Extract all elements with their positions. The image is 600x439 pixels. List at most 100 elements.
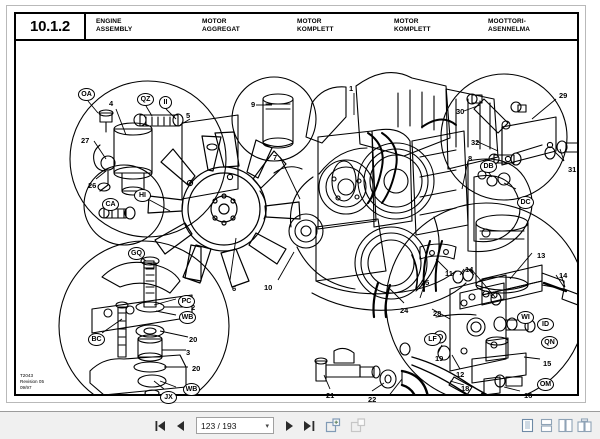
- item-number-26: 26: [88, 181, 97, 190]
- page-number-value: 123 / 193: [201, 420, 237, 431]
- title-column-de: MOTOR AGGREGAT: [202, 18, 240, 34]
- item-number-13: 13: [537, 251, 546, 260]
- item-number-12: 12: [456, 370, 465, 379]
- item-number-14b: 14: [559, 271, 568, 280]
- title-column-en: ENGINE ASSEMBLY: [96, 18, 132, 34]
- title-en-line2: ASSEMBLY: [96, 26, 133, 34]
- view-two-up-cover-button[interactable]: [577, 418, 592, 433]
- item-number-16: 16: [524, 391, 533, 400]
- item-number-22: 22: [368, 395, 377, 404]
- title-fi-line1: MOOTTORI-: [488, 18, 526, 25]
- title-de-line1: MOTOR: [202, 18, 227, 25]
- item-number-7: 7: [273, 153, 278, 162]
- revision-text: Revision 05: [20, 379, 45, 384]
- title-nl-line1: MOTOR: [297, 18, 322, 25]
- title-column-sv: MOTOR KOMPLETT: [394, 18, 431, 34]
- exploded-parts-drawing: 1 2 3 4 5 6 7 8 9 10 11 12 13 14 14 15 1: [16, 41, 577, 404]
- two-up-cover-icon: [577, 418, 592, 433]
- item-number-11: 11: [445, 269, 453, 278]
- drawing-sheet: 10.1.2 ENGINE ASSEMBLY MOTOR AGGREGAT MO…: [14, 12, 579, 404]
- first-page-button[interactable]: [154, 418, 168, 434]
- title-column-fi: MOOTTORI- ASENNELMA: [488, 18, 530, 34]
- item-number-1: 1: [349, 84, 354, 93]
- view-mode-controls: [520, 418, 600, 433]
- last-page-button[interactable]: [302, 418, 316, 434]
- reference-bubble-wb-lower: WB: [183, 383, 200, 396]
- item-number-3: 3: [186, 348, 191, 357]
- item-number-20b: 20: [192, 364, 201, 373]
- item-number-2: 2: [191, 303, 196, 312]
- item-number-4: 4: [109, 99, 114, 108]
- view-single-page-button[interactable]: [520, 418, 535, 433]
- item-number-24: 24: [400, 306, 409, 315]
- reference-bubble-wb-upper: WB: [179, 311, 196, 324]
- title-en-line1: ENGINE: [96, 18, 122, 25]
- item-number-6: 6: [232, 284, 237, 293]
- zoom-in-icon: [325, 417, 341, 432]
- single-page-icon: [521, 418, 534, 433]
- item-number-14a: 14: [465, 265, 474, 274]
- view-two-up-button[interactable]: [558, 418, 573, 433]
- zoom-out-icon: [350, 417, 366, 432]
- drawing-linework: [58, 72, 577, 394]
- zoom-in-button[interactable]: [325, 417, 341, 434]
- section-number-cell: 10.1.2: [16, 14, 86, 39]
- item-number-21: 21: [326, 391, 335, 400]
- item-number-15: 15: [543, 359, 552, 368]
- reference-bubble-lf: LF: [424, 333, 441, 346]
- item-number-8: 8: [468, 154, 473, 163]
- reference-bubble-dc: DC: [517, 196, 534, 209]
- previous-page-icon: [177, 420, 184, 431]
- title-sv-line1: MOTOR: [394, 18, 419, 25]
- two-up-icon: [558, 418, 573, 433]
- title-de-line2: AGGREGAT: [202, 26, 240, 34]
- page-number-field[interactable]: 123 / 193 ▾: [196, 417, 274, 434]
- title-fi-line2: ASENNELMA: [488, 26, 531, 34]
- next-page-icon: [286, 420, 293, 431]
- next-page-button[interactable]: [282, 418, 296, 434]
- item-number-28: 28: [433, 309, 442, 318]
- previous-page-button[interactable]: [174, 418, 188, 434]
- item-number-27: 27: [81, 136, 90, 145]
- reference-bubble-hi: HI: [134, 189, 151, 202]
- reference-bubble-wi: WI: [517, 311, 534, 324]
- reference-bubble-qz: QZ: [137, 93, 154, 106]
- item-number-29: 29: [559, 91, 568, 100]
- reference-bubble-gq: GQ: [128, 247, 145, 260]
- reference-bubble-db: DB: [480, 160, 497, 173]
- item-number-9: 9: [251, 100, 256, 109]
- chevron-down-icon[interactable]: ▾: [265, 422, 269, 430]
- title-column-nl: MOTOR KOMPLETT: [297, 18, 334, 34]
- pagination-controls: 123 / 193 ▾: [154, 417, 366, 434]
- reference-bubble-om: OM: [537, 378, 554, 391]
- sheet-header: 10.1.2 ENGINE ASSEMBLY MOTOR AGGREGAT MO…: [16, 14, 577, 41]
- reference-bubble-bc: BC: [88, 333, 105, 346]
- reference-bubble-jx: JX: [160, 391, 177, 404]
- document-viewport[interactable]: 10.1.2 ENGINE ASSEMBLY MOTOR AGGREGAT MO…: [0, 0, 600, 411]
- viewer-toolbar: 123 / 193 ▾: [0, 411, 600, 439]
- reference-bubble-pc: PC: [178, 295, 195, 308]
- reference-bubble-qn: QN: [541, 336, 558, 349]
- zoom-out-button[interactable]: [350, 417, 366, 434]
- reference-bubble-ca: CA: [102, 198, 119, 211]
- title-nl-line2: KOMPLETT: [297, 26, 334, 34]
- view-continuous-button[interactable]: [539, 418, 554, 433]
- document-page: 10.1.2 ENGINE ASSEMBLY MOTOR AGGREGAT MO…: [6, 5, 586, 404]
- title-sv-line2: KOMPLETT: [394, 26, 431, 34]
- item-number-18: 18: [461, 384, 470, 393]
- last-page-icon: [304, 420, 315, 431]
- section-number: 10.1.2: [30, 18, 70, 35]
- item-number-31: 31: [568, 165, 577, 174]
- continuous-view-icon: [540, 418, 553, 433]
- item-number-10: 10: [264, 283, 273, 292]
- reference-bubble-oa: OA: [78, 88, 95, 101]
- item-number-20a: 20: [189, 335, 198, 344]
- drawing-number: T2043: [20, 373, 34, 378]
- item-number-25: 25: [421, 278, 430, 287]
- item-number-32: 32: [471, 138, 480, 147]
- revision-block: T2043 Revision 05 09/97: [20, 373, 44, 391]
- item-number-5: 5: [186, 111, 191, 120]
- revision-date: 09/97: [20, 385, 32, 390]
- reference-bubble-id: ID: [537, 318, 554, 331]
